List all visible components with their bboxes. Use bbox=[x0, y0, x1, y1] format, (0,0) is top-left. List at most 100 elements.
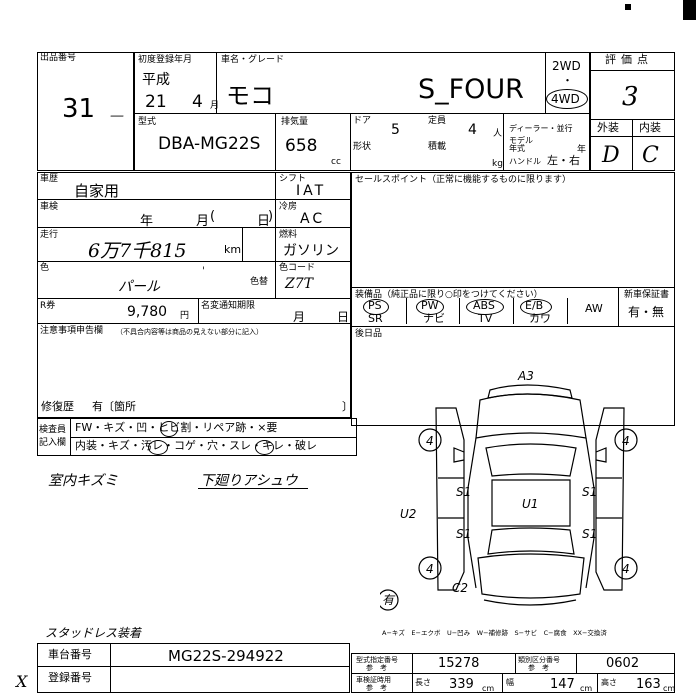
legend: A−キズ E−エクボ U−凹み W−補修跡 S−サビ C−腐食 XX−交換済 bbox=[382, 629, 607, 637]
handle-label: ハンドル bbox=[509, 157, 541, 166]
equip-tv: TV bbox=[478, 312, 493, 325]
cert-label: 車検証時用 bbox=[356, 676, 391, 684]
inspection-label: 車検 bbox=[40, 202, 59, 212]
notice-label: 名変通知期限 bbox=[201, 301, 256, 311]
notice-month: 月 bbox=[293, 310, 306, 324]
dealer-label: ディーラー・並行 bbox=[509, 124, 573, 133]
right-box bbox=[351, 172, 675, 426]
equip-navi: ナビ bbox=[423, 312, 445, 325]
shift-label: シフト bbox=[279, 174, 307, 184]
ari-circle bbox=[380, 589, 399, 611]
svg-text:4: 4 bbox=[426, 434, 434, 448]
color-code: Z7T bbox=[285, 276, 313, 292]
lot-box bbox=[37, 52, 134, 171]
grade: S_FOUR bbox=[418, 74, 524, 105]
km-unit: km bbox=[224, 243, 242, 256]
inspection-year: 年 bbox=[140, 214, 154, 229]
recycle-amount: 9,780 bbox=[127, 304, 168, 320]
reg-year: 21 bbox=[145, 92, 167, 112]
inspector-label2: 記入欄 bbox=[39, 438, 67, 448]
height-label: 高さ bbox=[601, 678, 617, 687]
corner-mark bbox=[683, 0, 696, 20]
score-label: 評価点 bbox=[605, 53, 653, 66]
width-label: 幅 bbox=[506, 678, 514, 687]
svg-text:S1: S1 bbox=[456, 485, 471, 499]
inspection-day: 日 bbox=[257, 214, 271, 229]
mark-u1: U1 bbox=[522, 497, 538, 511]
type-label: 型式 bbox=[138, 117, 157, 127]
chassis-number: MG22S-294922 bbox=[168, 647, 284, 665]
width: 147 bbox=[550, 677, 575, 692]
capacity-unit: 人 bbox=[493, 129, 503, 139]
equip-etb: E/B bbox=[525, 299, 544, 312]
warranty-label: 新車保証書 bbox=[624, 290, 670, 300]
car-name-label: 車名・グレード bbox=[221, 55, 285, 65]
damage-circle-fr bbox=[614, 428, 638, 452]
right-side bbox=[585, 437, 595, 589]
mark-a3: A3 bbox=[517, 369, 534, 383]
mark-u2: U2 bbox=[400, 507, 416, 521]
equip-ps: PS bbox=[368, 299, 382, 312]
interior-label: 内装 bbox=[639, 121, 661, 134]
car-diagram: A3 4 4 4 4 S1 S1 S1 S1 U1 C2 U2 有 bbox=[380, 369, 638, 611]
capacity-label: 定員 bbox=[428, 116, 447, 126]
drive-2wd: 2WD bbox=[552, 59, 581, 73]
header-box bbox=[134, 52, 590, 171]
mileage: 6万7千815 bbox=[88, 240, 187, 262]
svg-text:S1: S1 bbox=[456, 527, 471, 541]
drive-4wd-circle bbox=[546, 89, 588, 109]
svg-text:4: 4 bbox=[622, 562, 630, 576]
first-reg-label: 初度登録年月 bbox=[138, 55, 193, 65]
handle-value: 左・右 bbox=[547, 154, 580, 167]
shape-label: 形状 bbox=[353, 142, 372, 152]
class-label: 類別区分番号 bbox=[518, 656, 560, 664]
under-note: 下廻りアシュウ bbox=[200, 473, 298, 489]
displacement-label: 排気量 bbox=[281, 117, 309, 127]
interior-note: 室内キズミ bbox=[48, 473, 118, 489]
shift: IAT bbox=[296, 183, 327, 199]
chassis-box bbox=[37, 643, 350, 693]
equip-aw: AW bbox=[585, 302, 603, 315]
equip-kawa: カワ bbox=[529, 312, 551, 325]
type-designation: 15278 bbox=[438, 656, 480, 671]
color: パール bbox=[118, 279, 160, 295]
rear-glass bbox=[487, 527, 575, 555]
svg-text:4: 4 bbox=[426, 562, 434, 576]
history-label: 車歴 bbox=[40, 174, 59, 184]
mileage-label: 走行 bbox=[40, 230, 59, 240]
color-label: 色 bbox=[40, 263, 50, 273]
exterior-label: 外装 bbox=[597, 121, 619, 134]
reg-month: 4 bbox=[192, 92, 203, 112]
caution-label: 注意事項申告欄 bbox=[40, 326, 104, 336]
left-side bbox=[467, 437, 477, 589]
era: 平成 bbox=[142, 72, 170, 88]
equip-label: 装備品（純正品に限り○印をつけてください） bbox=[355, 290, 543, 300]
equip-abs: ABS bbox=[473, 299, 495, 312]
damage-circle-rr bbox=[614, 556, 638, 580]
svg-text:S1: S1 bbox=[582, 485, 597, 499]
drive-4wd: 4WD bbox=[551, 92, 580, 106]
exterior-grade: D bbox=[602, 143, 620, 168]
capacity: 4 bbox=[468, 122, 477, 138]
kg-unit: kg bbox=[492, 159, 503, 169]
lot-label: 出品番号 bbox=[40, 53, 77, 63]
right-panel bbox=[595, 407, 625, 591]
lot-dash: — bbox=[110, 108, 124, 124]
repair-close: 〕 bbox=[342, 400, 353, 413]
notes-label: 後日品 bbox=[355, 329, 383, 339]
ac: AC bbox=[300, 211, 326, 227]
damage-circle-fl bbox=[418, 428, 442, 452]
notice-day: 日 bbox=[337, 310, 350, 324]
tailgate bbox=[477, 553, 585, 599]
car-name: モコ bbox=[226, 82, 274, 110]
cc-unit: cc bbox=[331, 157, 341, 167]
mark-ari: 有 bbox=[382, 593, 396, 607]
equip-sr: SR bbox=[368, 312, 383, 325]
type-designation-label: 型式指定番号 bbox=[356, 656, 398, 664]
length-label: 長さ bbox=[415, 678, 431, 687]
svg-text:4: 4 bbox=[622, 434, 630, 448]
chassis-label: 車台番号 bbox=[48, 648, 92, 661]
yen-unit: 円 bbox=[180, 311, 190, 321]
doors-label: ドア bbox=[353, 116, 372, 126]
inspector-row2: 内装・キズ・汚レ・コゲ・穴・スレ・キレ・破レ bbox=[75, 439, 317, 452]
